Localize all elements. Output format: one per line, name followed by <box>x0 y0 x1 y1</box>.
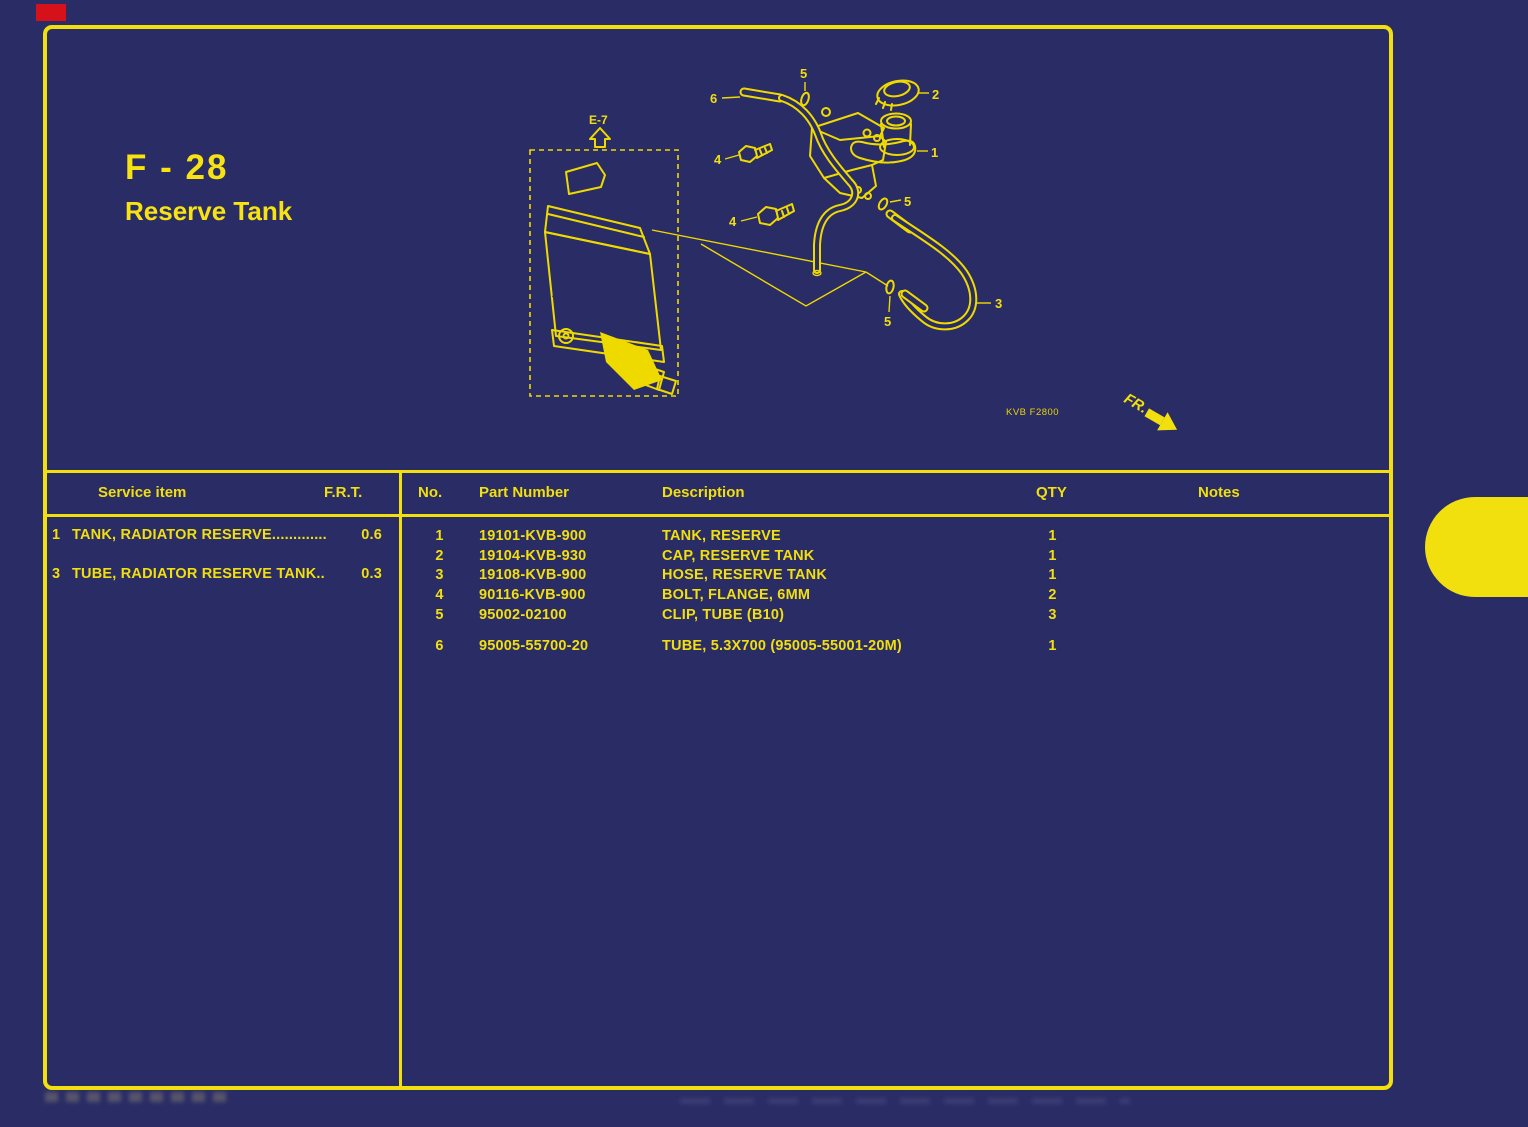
exploded-diagram: E-7 <box>529 66 1178 431</box>
part-description: CAP, RESERVE TANK <box>662 547 815 564</box>
cap-illustration <box>875 79 920 111</box>
leader-lines <box>651 229 889 307</box>
service-item-header: Service item <box>98 484 187 501</box>
part-notes <box>1075 637 1390 657</box>
part-qty: 1 <box>1048 547 1057 564</box>
page-frame <box>43 25 1393 1090</box>
part-notes <box>1075 566 1390 586</box>
e7-label: E-7 <box>589 113 608 127</box>
frt-header: F.R.T. <box>324 484 363 501</box>
part-no: 3 <box>435 567 444 584</box>
service-name: TANK, RADIATOR RESERVE............. <box>72 527 327 543</box>
part-description: BOLT, FLANGE, 6MM <box>662 587 811 604</box>
e7-reference: E-7 <box>589 113 611 148</box>
callout-4-lower: 4 <box>729 214 737 229</box>
description-header: Description <box>662 484 745 501</box>
part-no: 1 <box>435 528 444 544</box>
side-tab[interactable] <box>1425 497 1528 597</box>
part-row: 5 95002-02100 CLIP, TUBE (B10) 3 <box>400 606 1390 626</box>
part-row: 2 19104-KVB-930 CAP, RESERVE TANK 1 <box>400 547 1390 567</box>
part-no: 2 <box>435 547 444 564</box>
no-header: No. <box>418 484 443 501</box>
callout-5-top: 5 <box>800 66 807 81</box>
record-marker <box>36 4 66 21</box>
callout-2: 2 <box>932 87 939 102</box>
service-row: 1 TANK, RADIATOR RESERVE............. 0.… <box>52 527 382 543</box>
up-arrow-icon <box>589 127 611 148</box>
hose-3-illustration <box>885 209 978 331</box>
part-number: 19104-KVB-930 <box>479 547 587 564</box>
part-number: 19108-KVB-900 <box>479 567 587 584</box>
service-row: 3 TUBE, RADIATOR RESERVE TANK.. 0.3 <box>52 566 382 582</box>
part-number: 95005-55700-20 <box>479 638 589 655</box>
callout-4-upper: 4 <box>714 152 722 167</box>
radiator-illustration <box>529 149 679 397</box>
part-no: 5 <box>435 606 444 623</box>
service-no: 3 <box>52 566 61 582</box>
fr-label: FR. <box>1121 390 1150 417</box>
bolt-illustrations <box>738 143 795 226</box>
fr-arrow: FR. <box>1121 390 1178 431</box>
callout-5-bottom: 5 <box>884 314 891 329</box>
parts-rows: 1 19101-KVB-900 TANK, RESERVE 1 2 19104-… <box>400 527 1390 657</box>
service-frt: 0.3 <box>361 566 382 582</box>
clip-illustrations <box>800 91 895 295</box>
part-row: 6 95005-55700-20 TUBE, 5.3X700 (95005-55… <box>400 637 1390 657</box>
callout-5-mid: 5 <box>904 194 911 209</box>
part-row: 1 19101-KVB-900 TANK, RESERVE 1 <box>400 527 1390 547</box>
footer-artifact <box>45 1092 233 1102</box>
table-top-rule <box>43 470 1393 473</box>
part-notes <box>1075 586 1390 606</box>
part-qty: 2 <box>1048 587 1057 604</box>
footer-artifact <box>680 1098 1130 1104</box>
part-qty: 1 <box>1048 528 1057 544</box>
part-description: TUBE, 5.3X700 (95005-55001-20M) <box>662 638 902 655</box>
part-description: CLIP, TUBE (B10) <box>662 606 785 623</box>
qty-header: QTY <box>1036 484 1067 501</box>
part-number: 90116-KVB-900 <box>479 587 586 604</box>
part-no: 4 <box>435 587 444 604</box>
reserve-tank-illustration <box>809 107 917 200</box>
part-qty: 1 <box>1048 567 1057 584</box>
header-rule <box>43 514 1393 517</box>
tube-6-illustration <box>739 87 860 277</box>
part-row: 3 19108-KVB-900 HOSE, RESERVE TANK 1 <box>400 566 1390 586</box>
callout-3: 3 <box>995 296 1002 311</box>
callout-1: 1 <box>931 145 938 160</box>
part-description: TANK, RESERVE <box>662 528 781 544</box>
part-row: 4 90116-KVB-900 BOLT, FLANGE, 6MM 2 <box>400 586 1390 606</box>
part-number: 19101-KVB-900 <box>479 528 587 544</box>
page-title: Reserve Tank <box>125 196 293 226</box>
part-description: HOSE, RESERVE TANK <box>662 567 828 584</box>
part-notes <box>1075 606 1390 626</box>
part-number-header: Part Number <box>479 484 570 501</box>
part-qty: 3 <box>1048 606 1057 623</box>
notes-header: Notes <box>1198 484 1240 501</box>
part-no: 6 <box>435 638 444 655</box>
service-frt: 0.6 <box>361 527 382 543</box>
drawing-code: KVB F2800 <box>1006 407 1059 418</box>
panel-divider <box>399 470 402 1090</box>
service-name: TUBE, RADIATOR RESERVE TANK.. <box>72 566 325 582</box>
part-notes <box>1075 547 1390 567</box>
fr-arrowhead-icon <box>1157 412 1178 431</box>
part-number: 95002-02100 <box>479 606 567 623</box>
part-notes <box>1075 527 1390 547</box>
callouts: 6 5 2 1 4 4 5 3 5 <box>710 66 1002 329</box>
part-qty: 1 <box>1048 638 1057 655</box>
service-no: 1 <box>52 527 61 543</box>
page-code: F - 28 <box>125 148 229 187</box>
callout-6: 6 <box>710 91 717 106</box>
title-block: F - 28 Reserve Tank <box>125 148 292 227</box>
